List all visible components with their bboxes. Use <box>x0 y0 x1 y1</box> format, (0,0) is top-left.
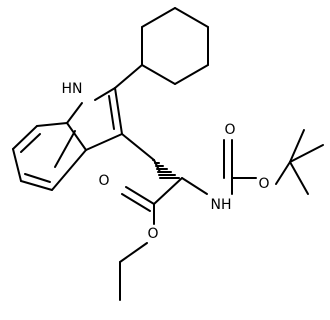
ch2-bond-1 <box>121 133 155 161</box>
ch2-to-alpha-bond <box>153 159 161 173</box>
atom-label-o-carbamate-ether: O <box>258 176 269 192</box>
carbamate-carbonyl-double-bond <box>223 139 233 179</box>
o-to-tbu-bond <box>275 161 291 185</box>
cyclohexyl-ring <box>141 7 209 85</box>
atom-label-nh-carbamate: NH <box>211 197 232 213</box>
atom-label-o-carbamate-carbonyl: O <box>224 122 235 138</box>
indole-pyrrole-ring <box>66 87 123 151</box>
atom-label-nh-indole: HN <box>62 81 83 97</box>
alpha-to-ester-c-bond <box>153 177 183 205</box>
atom-label-o-ester-carbonyl: O <box>98 173 109 189</box>
indole-benzene-ring <box>12 122 87 191</box>
ethyl-ch2-bond <box>119 242 148 263</box>
ester-carbonyl-double-bond <box>121 186 155 212</box>
atom-label-o-ester-ether: O <box>147 226 158 242</box>
cyclohexyl-attachment-bond <box>114 64 143 89</box>
tert-butyl-group <box>289 129 324 195</box>
alpha-to-nh-bond <box>181 177 208 195</box>
